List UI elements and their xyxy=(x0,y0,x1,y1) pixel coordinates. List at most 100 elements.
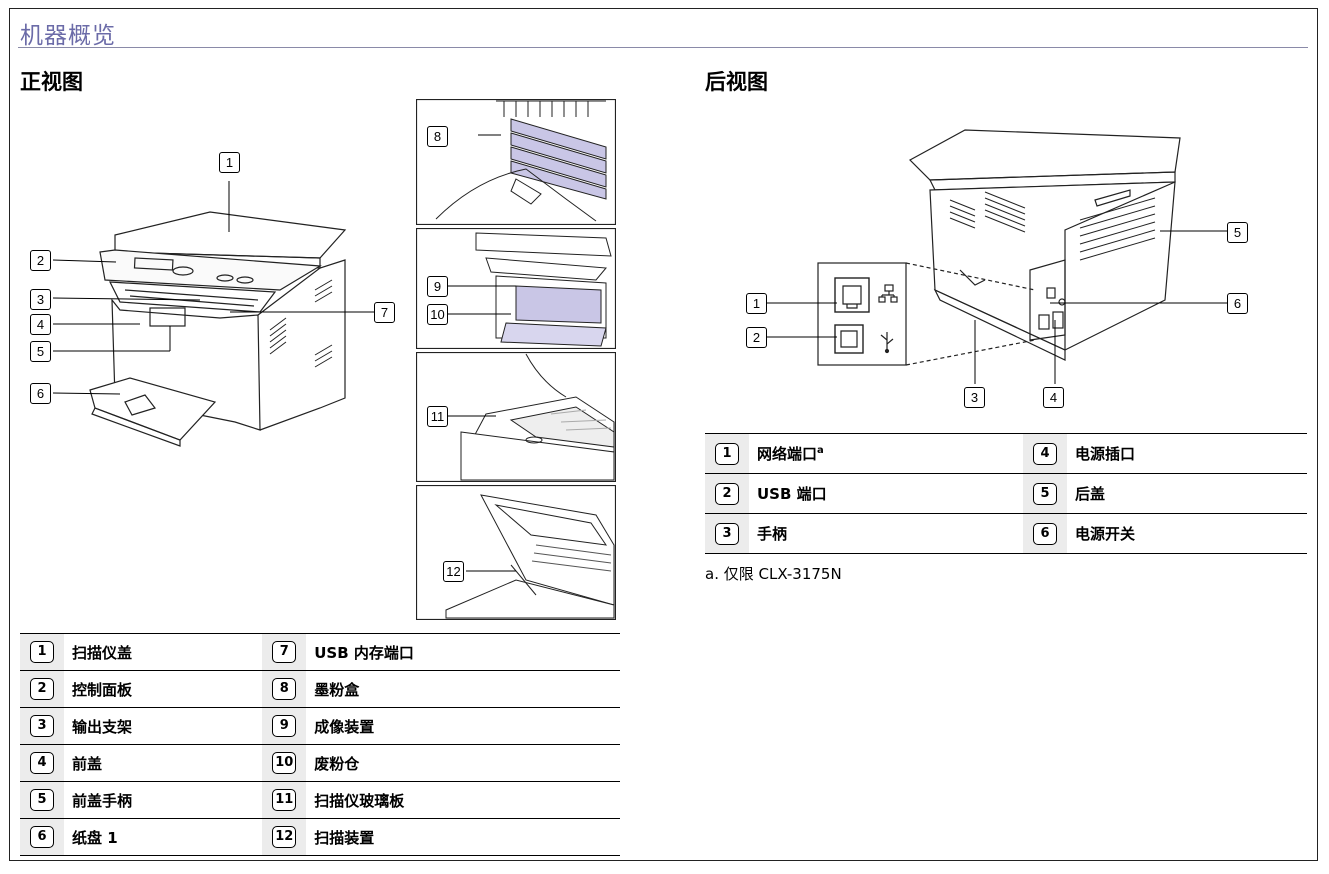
legend-footnote-marker: a xyxy=(817,445,824,456)
legend-number-cell: 6 xyxy=(20,818,64,856)
legend-label-text: 后盖 xyxy=(1074,485,1105,503)
front-callout-11: 11 xyxy=(427,406,448,427)
legend-number-badge: 4 xyxy=(30,752,54,774)
legend-label-text: 电源开关 xyxy=(1074,525,1135,543)
scan-unit-detail xyxy=(416,485,616,620)
legend-row: 6 纸盘 1 12 扫描装置 xyxy=(20,818,620,856)
footnote: a. 仅限 CLX-3175N xyxy=(705,563,842,584)
legend-number-badge: 10 xyxy=(272,752,297,774)
legend-label: 前盖 xyxy=(64,744,263,782)
legend-number-cell: 7 xyxy=(262,633,307,671)
scanner-glass-detail xyxy=(416,352,616,482)
rear-callout-3: 3 xyxy=(964,387,985,408)
legend-label-text: 输出支架 xyxy=(72,717,133,736)
legend-row: 1 网络端口a 4 电源插口 xyxy=(705,433,1307,474)
footnote-marker: a. xyxy=(705,565,719,583)
legend-label: 控制面板 xyxy=(64,670,263,708)
legend-number-cell: 12 xyxy=(262,818,307,856)
legend-number-badge: 12 xyxy=(272,826,297,848)
rear-callout-5: 5 xyxy=(1227,222,1248,243)
usb-icon xyxy=(880,332,894,354)
legend-label-text: 前盖手柄 xyxy=(72,791,133,810)
legend-label: 输出支架 xyxy=(64,707,263,745)
legend-number-badge: 11 xyxy=(272,789,297,811)
front-callout-8: 8 xyxy=(427,126,448,147)
legend-number-cell: 6 xyxy=(1022,513,1067,554)
legend-label-text: 网络端口 xyxy=(757,445,818,463)
legend-label: 扫描仪玻璃板 xyxy=(306,781,620,819)
legend-number-cell: 1 xyxy=(20,633,64,671)
legend-label-text: 纸盘 1 xyxy=(72,828,118,847)
rear-printer-illustration xyxy=(765,129,1228,384)
legend-label: USB 端口 xyxy=(749,473,1023,514)
page-title: 机器概览 xyxy=(20,23,116,49)
legend-number-cell: 11 xyxy=(262,781,307,819)
legend-label-text: 电源插口 xyxy=(1074,445,1135,463)
rear-callout-1: 1 xyxy=(746,293,767,314)
legend-label: 扫描装置 xyxy=(306,818,620,856)
legend-number-badge: 2 xyxy=(715,482,739,505)
legend-number-badge: 3 xyxy=(715,522,739,545)
legend-row: 4 前盖 10 废粉仓 xyxy=(20,744,620,782)
front-callout-5: 5 xyxy=(30,341,51,362)
legend-label: 手柄 xyxy=(749,513,1023,554)
footnote-text: 仅限 CLX-3175N xyxy=(723,565,842,583)
legend-row: 2 USB 端口 5 后盖 xyxy=(705,473,1307,514)
legend-label-text: 废粉仓 xyxy=(314,754,360,773)
legend-label: 扫描仪盖 xyxy=(64,633,263,671)
legend-number-badge: 8 xyxy=(272,678,297,700)
legend-number-cell: 8 xyxy=(262,670,307,708)
rear-legend-table: 1 网络端口a 4 电源插口 2 USB 端口 5 后盖 3 手柄 6 电源开关 xyxy=(705,433,1307,554)
legend-label: 废粉仓 xyxy=(306,744,620,782)
legend-number-badge: 1 xyxy=(715,442,739,465)
legend-label-text: USB 内存端口 xyxy=(314,643,414,662)
page-frame xyxy=(9,8,1318,861)
legend-label-text: 控制面板 xyxy=(72,680,133,699)
front-printer-illustration xyxy=(52,181,375,447)
legend-label: 后盖 xyxy=(1066,473,1307,514)
front-callout-12: 12 xyxy=(443,561,464,582)
legend-label: 网络端口a xyxy=(749,433,1023,474)
legend-number-badge: 6 xyxy=(1032,522,1057,545)
legend-label: 前盖手柄 xyxy=(64,781,263,819)
legend-label-text: USB 端口 xyxy=(757,485,827,503)
legend-number-badge: 7 xyxy=(272,641,297,663)
legend-row: 3 手柄 6 电源开关 xyxy=(705,513,1307,554)
legend-row: 3 输出支架 9 成像装置 xyxy=(20,707,620,745)
legend-number-badge: 5 xyxy=(1032,482,1057,505)
title-divider xyxy=(18,47,1308,48)
legend-number-cell: 10 xyxy=(262,744,307,782)
legend-row: 5 前盖手柄 11 扫描仪玻璃板 xyxy=(20,781,620,819)
legend-number-cell: 1 xyxy=(705,433,749,474)
front-callout-6: 6 xyxy=(30,383,51,404)
network-port-icon xyxy=(878,284,898,303)
legend-number-badge: 4 xyxy=(1032,442,1057,465)
legend-label-text: 扫描装置 xyxy=(314,828,375,847)
rear-callout-6: 6 xyxy=(1227,293,1248,314)
legend-label-text: 手柄 xyxy=(757,525,788,543)
imaging-unit-detail xyxy=(416,228,616,349)
legend-label: 电源插口 xyxy=(1066,433,1307,474)
front-callout-2: 2 xyxy=(30,250,51,271)
legend-number-badge: 2 xyxy=(30,678,54,700)
legend-number-cell: 5 xyxy=(20,781,64,819)
legend-number-cell: 9 xyxy=(262,707,307,745)
legend-number-cell: 3 xyxy=(20,707,64,745)
legend-label-text: 扫描仪玻璃板 xyxy=(314,791,405,810)
legend-number-badge: 3 xyxy=(30,715,54,737)
front-callout-7: 7 xyxy=(374,302,395,323)
toner-cartridge-detail xyxy=(416,99,616,225)
legend-number-badge: 5 xyxy=(30,789,54,811)
legend-label-text: 前盖 xyxy=(72,754,103,773)
front-callout-9: 9 xyxy=(427,276,448,297)
legend-number-badge: 9 xyxy=(272,715,297,737)
legend-number-badge: 6 xyxy=(30,826,54,848)
legend-label-text: 成像装置 xyxy=(314,717,375,736)
legend-number-cell: 2 xyxy=(705,473,749,514)
front-callout-4: 4 xyxy=(30,314,51,335)
legend-number-cell: 4 xyxy=(20,744,64,782)
front-callout-3: 3 xyxy=(30,289,51,310)
legend-number-cell: 4 xyxy=(1022,433,1067,474)
